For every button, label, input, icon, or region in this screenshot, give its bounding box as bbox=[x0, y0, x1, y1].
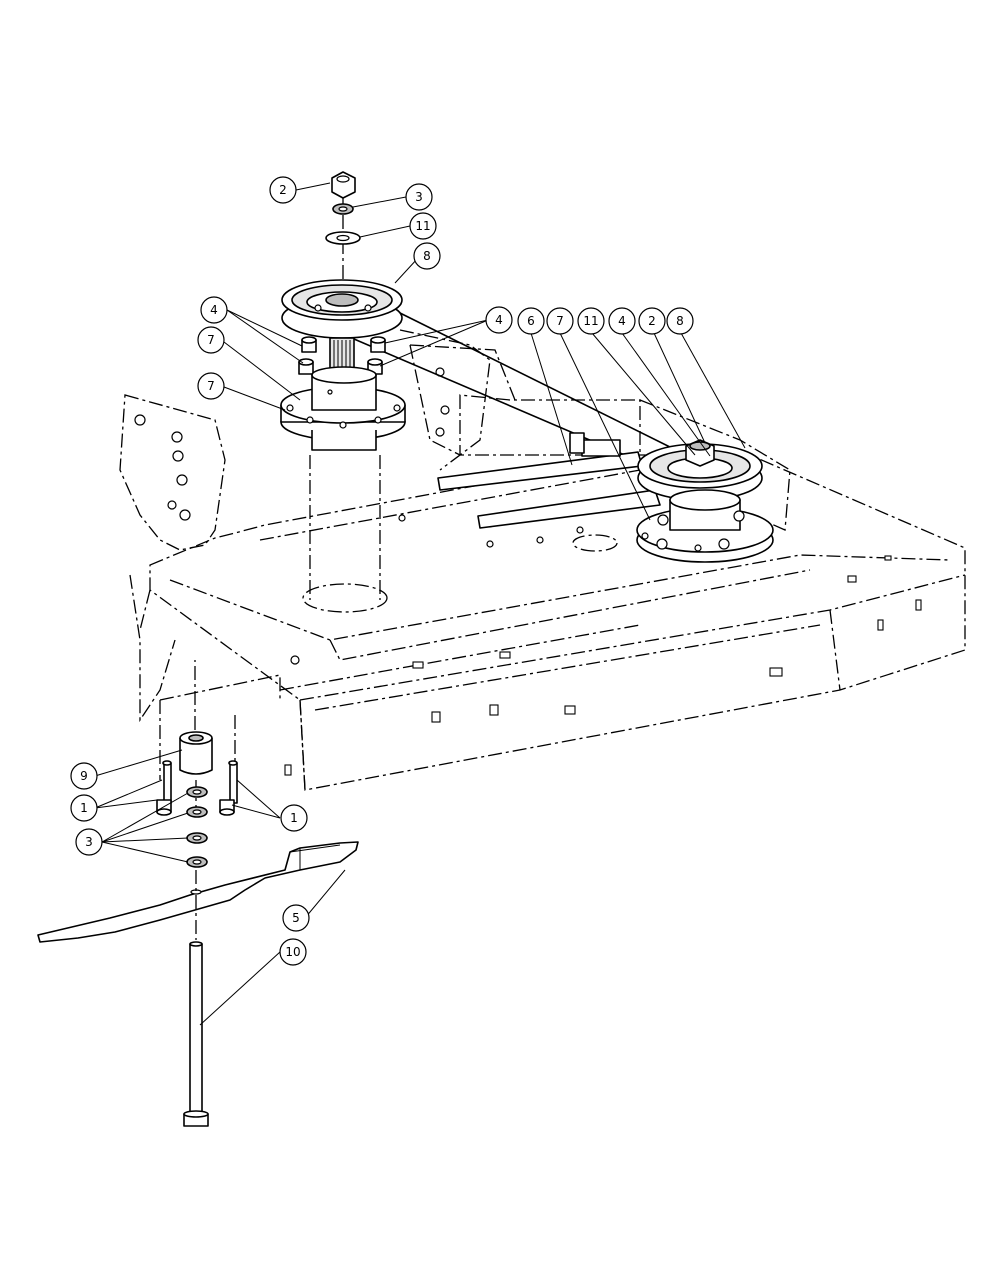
washer-stack bbox=[186, 786, 208, 868]
svg-text:3: 3 bbox=[415, 190, 423, 204]
spindle-bolt bbox=[183, 870, 209, 1127]
callout-7-lower: 7 bbox=[197, 372, 225, 400]
callout-2-top: 2 bbox=[269, 176, 297, 204]
callout-11-right: 11 bbox=[577, 307, 605, 335]
svg-text:1: 1 bbox=[290, 811, 298, 825]
svg-text:2: 2 bbox=[279, 183, 287, 197]
callout-6: 6 bbox=[517, 307, 545, 335]
svg-text:8: 8 bbox=[676, 314, 684, 328]
svg-text:2: 2 bbox=[648, 314, 656, 328]
callout-9: 9 bbox=[70, 762, 98, 790]
callout-11-top: 11 bbox=[409, 212, 437, 240]
spindle-assembly-right bbox=[569, 432, 774, 563]
spindle-housing-left bbox=[280, 366, 406, 451]
svg-text:9: 9 bbox=[80, 769, 88, 783]
pulley-left bbox=[281, 279, 403, 339]
hex-nut-top bbox=[331, 171, 356, 199]
spindle-housing-right bbox=[636, 489, 774, 563]
deck-holes bbox=[134, 367, 584, 665]
svg-text:4: 4 bbox=[618, 314, 626, 328]
svg-text:10: 10 bbox=[285, 945, 300, 959]
svg-text:5: 5 bbox=[292, 911, 300, 925]
svg-text:3: 3 bbox=[85, 835, 93, 849]
lock-washer-top bbox=[332, 203, 354, 215]
svg-text:1: 1 bbox=[80, 801, 88, 815]
deck-slots bbox=[284, 555, 922, 776]
svg-text:7: 7 bbox=[556, 314, 564, 328]
svg-text:6: 6 bbox=[527, 314, 535, 328]
svg-text:8: 8 bbox=[423, 249, 431, 263]
callout-7-right: 7 bbox=[546, 307, 574, 335]
callout-8-top: 8 bbox=[413, 242, 441, 270]
callout-bubbles: 2 3 11 8 4 4 7 7 bbox=[70, 176, 694, 966]
svg-text:7: 7 bbox=[207, 333, 215, 347]
svg-text:11: 11 bbox=[415, 219, 430, 233]
svg-text:4: 4 bbox=[495, 313, 503, 327]
idler-bracket-right bbox=[569, 432, 621, 457]
callout-7-upper: 7 bbox=[197, 326, 225, 354]
callout-2-right: 2 bbox=[638, 307, 666, 335]
callout-4-left: 4 bbox=[200, 296, 228, 324]
callout-5: 5 bbox=[282, 904, 310, 932]
leader-lines bbox=[94, 182, 746, 1026]
callout-1-right: 1 bbox=[280, 804, 308, 832]
callout-4-mid: 4 bbox=[485, 306, 513, 334]
callout-3-bottom: 3 bbox=[75, 828, 103, 856]
spindle-assembly-left bbox=[280, 171, 406, 451]
spacer-bushing bbox=[179, 731, 213, 810]
callout-3-top: 3 bbox=[405, 183, 433, 211]
callout-8-right: 8 bbox=[666, 307, 694, 335]
svg-text:7: 7 bbox=[207, 379, 215, 393]
callout-10: 10 bbox=[279, 938, 307, 966]
svg-text:11: 11 bbox=[583, 314, 598, 328]
flat-washer-top bbox=[325, 231, 361, 245]
svg-text:4: 4 bbox=[210, 303, 218, 317]
hex-nut-right bbox=[685, 439, 715, 467]
callout-1-left: 1 bbox=[70, 794, 98, 822]
carriage-bolt-right bbox=[219, 760, 238, 816]
lower-components bbox=[37, 731, 359, 1127]
mower-blade bbox=[37, 841, 359, 943]
mower-deck bbox=[119, 329, 966, 791]
callout-4-right: 4 bbox=[608, 307, 636, 335]
